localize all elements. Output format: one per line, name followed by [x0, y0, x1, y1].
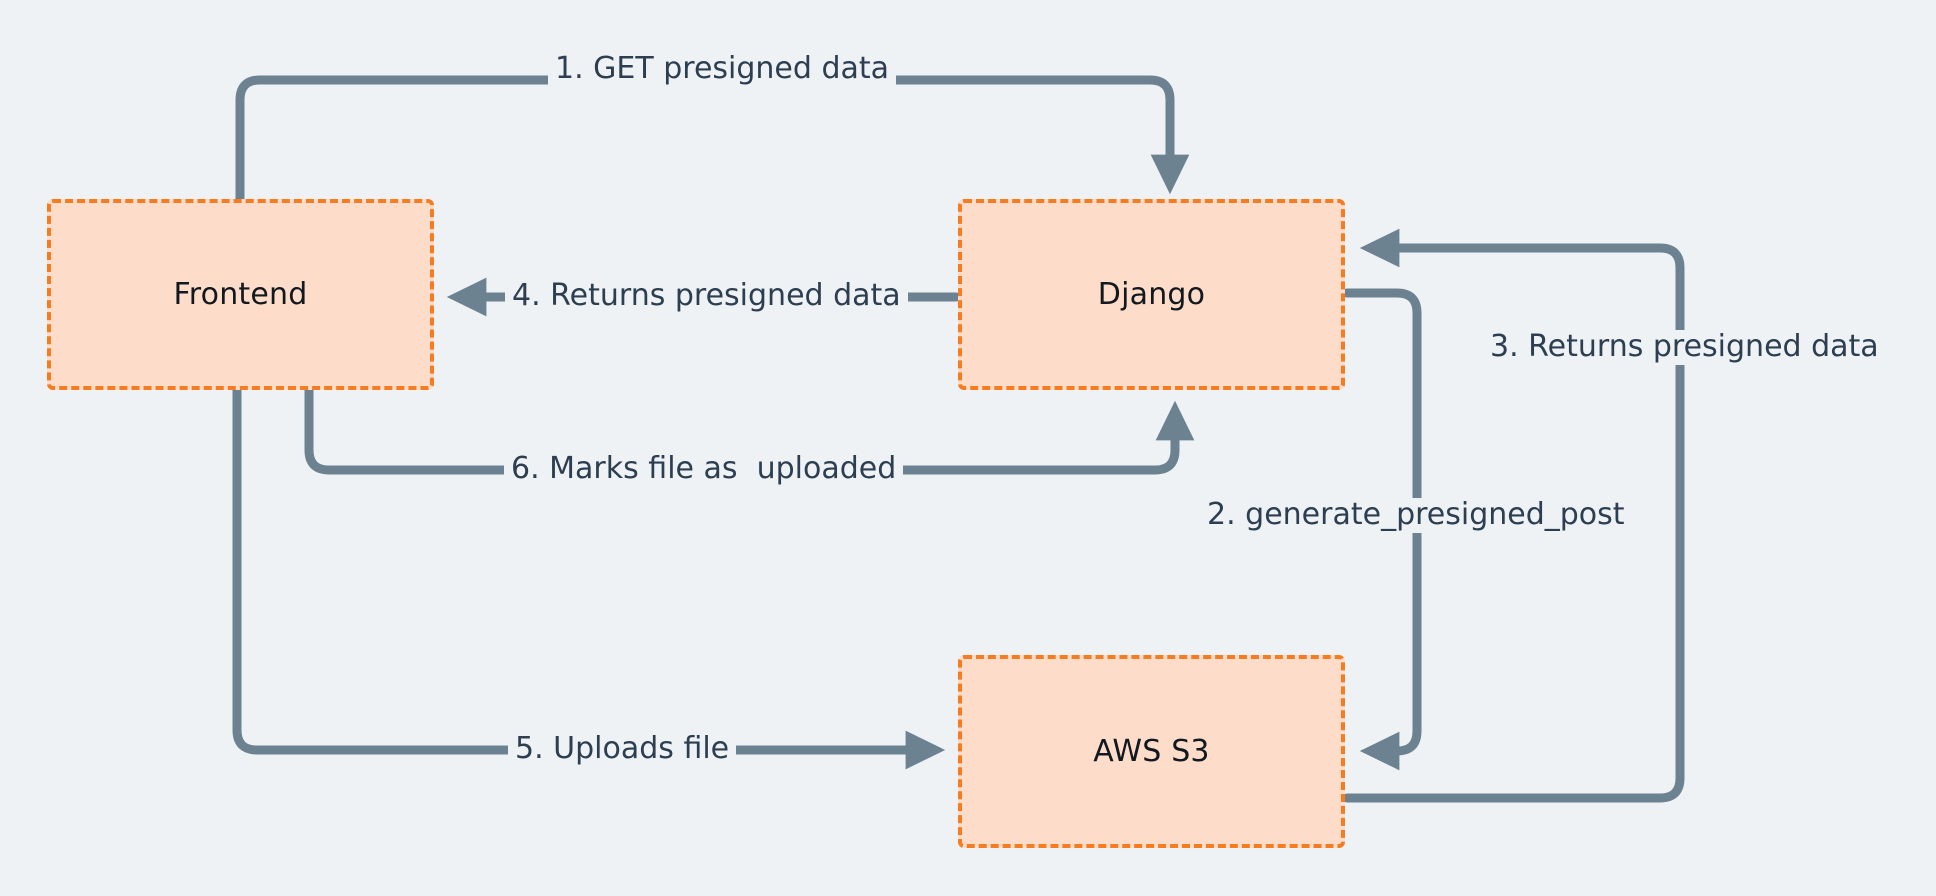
edge-label-4: 4. Returns presigned data: [505, 278, 908, 314]
node-django-label: Django: [1097, 277, 1206, 312]
node-aws-s3-label: AWS S3: [1093, 734, 1210, 769]
edge-label-5: 5. Uploads file: [508, 731, 737, 767]
edge-3-path: [1342, 228, 1685, 803]
edge-label-1: 1. GET presigned data: [548, 51, 897, 87]
node-frontend[interactable]: Frontend: [47, 199, 434, 390]
edge-label-2: 2. generate_presigned_post: [1200, 497, 1632, 533]
edge-1-path: [235, 75, 1190, 205]
edge-label-3: 3. Returns presigned data: [1483, 329, 1886, 365]
edge-5-path: [232, 385, 946, 770]
edge-label-6: 6. Marks file as uploaded: [504, 451, 904, 487]
node-django[interactable]: Django: [958, 199, 1345, 390]
node-aws-s3[interactable]: AWS S3: [958, 655, 1345, 848]
node-frontend-label: Frontend: [173, 277, 308, 312]
